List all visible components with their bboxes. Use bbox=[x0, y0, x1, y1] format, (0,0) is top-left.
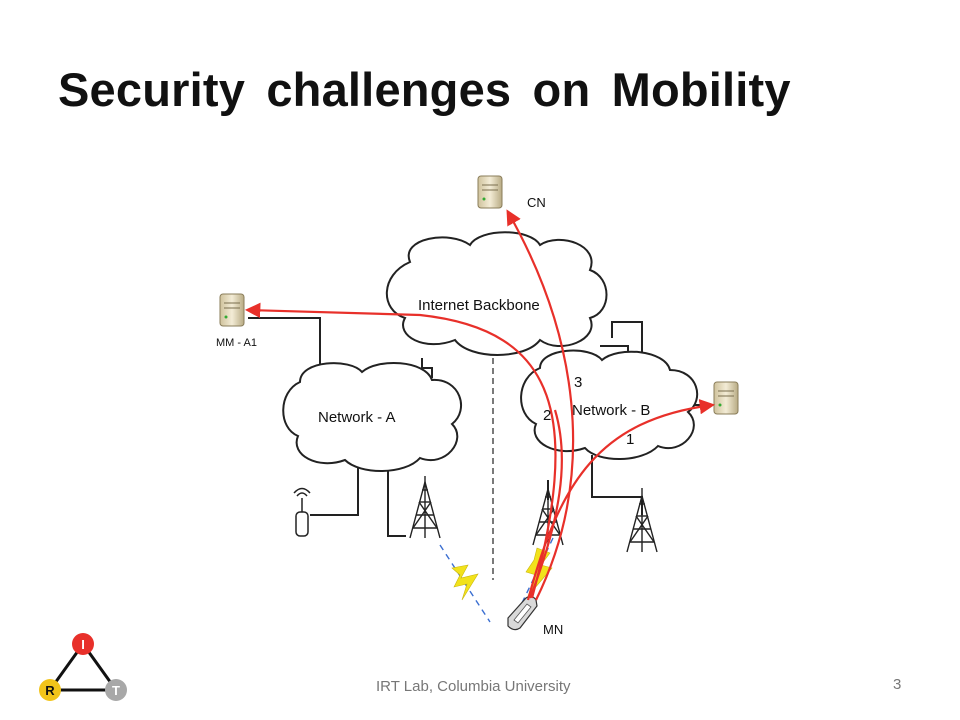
logo-letter-i: I bbox=[81, 637, 85, 652]
network-b-server-icon bbox=[713, 381, 739, 415]
mn-label: MN bbox=[543, 622, 563, 637]
path-2-to-mm-a1 bbox=[244, 302, 557, 599]
page-number: 3 bbox=[893, 676, 902, 693]
mm-a1-server-icon bbox=[219, 293, 245, 327]
handoff-paths bbox=[244, 209, 716, 601]
logo-circle-t bbox=[105, 679, 127, 701]
path-label-1: 1 bbox=[626, 431, 634, 448]
cell-tower-b2-icon bbox=[626, 488, 658, 553]
network-b-cloud: Network - B bbox=[520, 349, 699, 460]
path-3-to-cn bbox=[506, 209, 575, 601]
irt-lab-logo: I R T bbox=[39, 633, 127, 701]
slide-title: Security challenges on Mobility bbox=[58, 63, 791, 116]
internet-backbone-cloud: Internet Backbone bbox=[385, 231, 608, 356]
path-label-2: 2 bbox=[543, 407, 551, 424]
network-a-label: Network - A bbox=[318, 409, 396, 426]
footer-text: IRT Lab, Columbia University bbox=[376, 678, 571, 695]
logo-letter-r: R bbox=[45, 683, 55, 698]
network-a-cloud: Network - A bbox=[282, 362, 462, 472]
mm-a1-label: MM - A1 bbox=[216, 337, 257, 349]
network-b-label: Network - B bbox=[572, 402, 650, 419]
logo-circle-i bbox=[72, 633, 94, 655]
mobile-node-phone-icon bbox=[507, 595, 538, 631]
cell-tower-a-icon bbox=[409, 476, 441, 539]
path-label-3: 3 bbox=[574, 374, 582, 391]
cn-label: CN bbox=[527, 195, 546, 210]
path-1-to-network-b-server bbox=[526, 399, 716, 601]
wireless-router-icon bbox=[293, 487, 311, 537]
internet-backbone-label: Internet Backbone bbox=[418, 297, 540, 314]
logo-circle-r bbox=[39, 679, 61, 701]
cn-server-icon bbox=[477, 175, 503, 209]
logo-letter-t: T bbox=[112, 683, 120, 698]
wireless-link-a bbox=[439, 544, 491, 623]
